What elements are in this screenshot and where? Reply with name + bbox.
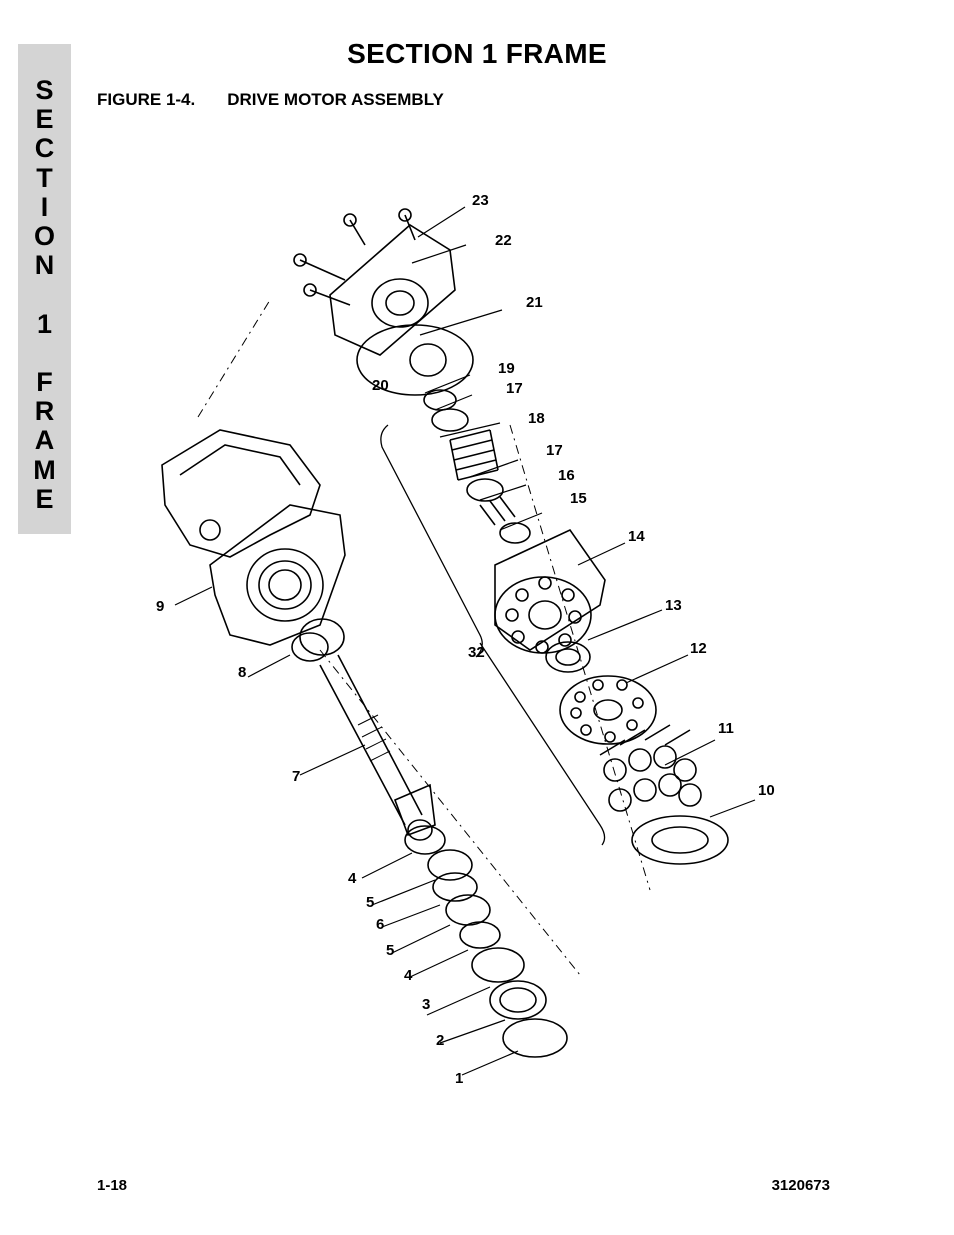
callout-17: 17 — [506, 380, 523, 397]
side-tab-letter: N — [34, 250, 55, 281]
side-tab-letter: T — [36, 162, 53, 193]
callout-13: 13 — [665, 597, 682, 614]
callout-10: 10 — [758, 782, 775, 799]
callout-17: 17 — [546, 442, 563, 459]
drive-motor-exploded-diagram: 1 2 3 4 5 6 5 4 7 8 9 10 11 12 13 14 15 … — [156, 192, 775, 1087]
callout-11: 11 — [718, 720, 734, 737]
side-tab-letter: R — [34, 396, 55, 427]
side-tab-letter: 1 — [36, 308, 53, 339]
figure-number: FIGURE 1-4. — [97, 90, 196, 109]
callout-12: 12 — [690, 640, 707, 657]
page-number: 1-18 — [97, 1177, 128, 1194]
callout-5: 5 — [386, 942, 394, 959]
side-tab-spacer — [18, 280, 71, 309]
callout-7: 7 — [292, 768, 300, 785]
side-tab-letter: E — [35, 104, 54, 135]
callout-9: 9 — [156, 598, 164, 615]
callout-1: 1 — [455, 1070, 463, 1087]
callout-6: 6 — [376, 916, 384, 933]
callout-19: 19 — [498, 360, 515, 377]
callout-22: 22 — [495, 232, 512, 249]
figure-caption: DRIVE MOTOR ASSEMBLY — [227, 90, 444, 109]
callout-14: 14 — [628, 528, 645, 545]
callout-2: 2 — [436, 1032, 444, 1049]
side-tab-letter: C — [34, 133, 55, 164]
callout-8: 8 — [238, 664, 246, 681]
document-number: 3120673 — [771, 1177, 830, 1194]
side-tab-letter: O — [33, 221, 55, 252]
side-tab-letter: F — [36, 367, 53, 398]
callout-32: 32 — [468, 644, 485, 661]
callout-3: 3 — [422, 996, 430, 1013]
side-tab-spacer — [18, 339, 71, 368]
side-tab-letter: S — [35, 75, 54, 105]
side-tab-letter: M — [33, 454, 56, 485]
callout-15: 15 — [570, 490, 587, 507]
callout-18: 18 — [528, 410, 545, 427]
side-tab-letter: A — [34, 425, 55, 456]
figure-title: FIGURE 1-4. DRIVE MOTOR ASSEMBLY — [97, 90, 444, 110]
callout-4: 4 — [404, 967, 413, 984]
section-side-tab: S E C T I O N 1 F R A M E — [18, 44, 71, 534]
page-title: SECTION 1 FRAME — [347, 38, 607, 69]
callout-21: 21 — [526, 294, 543, 311]
side-tab-letter: I — [40, 191, 49, 222]
side-tab-letter: E — [35, 483, 54, 514]
callout-16: 16 — [558, 467, 575, 484]
callout-20: 20 — [372, 377, 389, 394]
callout-4: 4 — [348, 870, 357, 887]
callout-23: 23 — [472, 192, 489, 209]
side-tab-letters: S E C T I O N 1 F R A M E — [18, 75, 71, 514]
callout-5: 5 — [366, 894, 374, 911]
